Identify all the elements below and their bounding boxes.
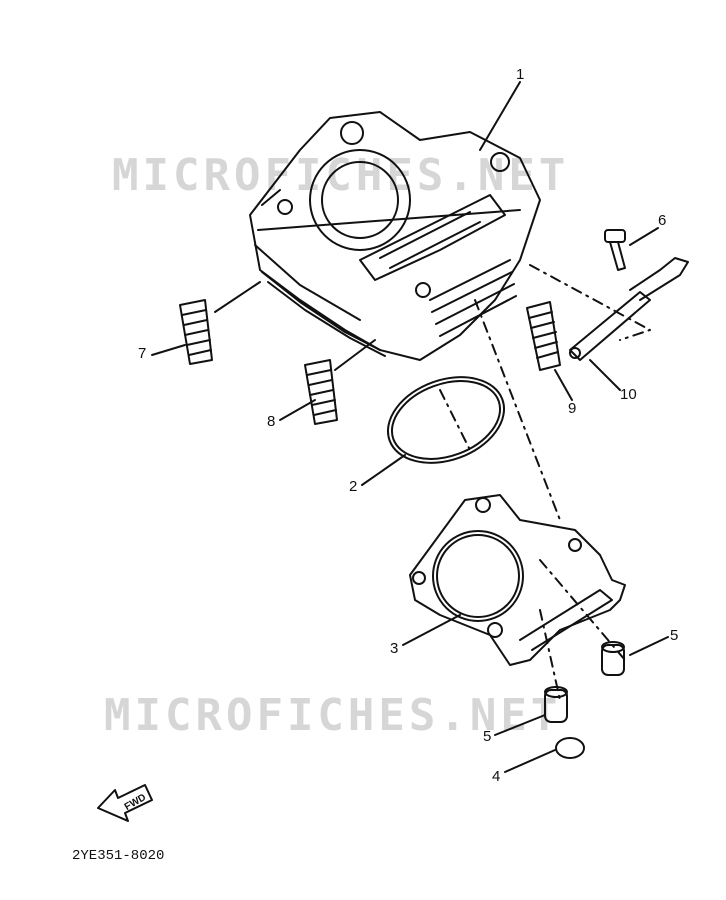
spring-icon	[526, 301, 561, 371]
leader-1	[479, 81, 521, 151]
callout-4: 4	[492, 768, 501, 785]
callout-8: 8	[267, 413, 276, 430]
gasket-icon	[409, 494, 626, 666]
dowel-pin-icon	[544, 686, 568, 723]
spring-icon	[304, 359, 338, 425]
bolt-icon	[604, 229, 626, 271]
watermark-top: MICROFICHES.NET	[112, 150, 570, 201]
callout-10: 10	[620, 386, 637, 403]
leader-2	[361, 454, 406, 486]
center-line-2	[439, 389, 471, 451]
watermark-bottom: MICROFICHES.NET	[104, 690, 562, 741]
callout-7: 7	[138, 345, 147, 362]
cylinder-icon	[249, 111, 541, 361]
leader-5a	[629, 636, 669, 656]
leader-spring-7	[214, 281, 261, 313]
o-ring-icon	[555, 737, 585, 759]
leader-5b	[494, 714, 546, 736]
center-line-1	[474, 299, 561, 521]
o-ring-icon	[386, 376, 506, 464]
fwd-arrow-icon	[97, 784, 153, 822]
callout-5b: 5	[483, 728, 492, 745]
callout-6: 6	[658, 212, 667, 229]
guide-bracket-icon	[569, 257, 689, 361]
leader-8	[279, 399, 316, 421]
part-code: 2YE351-8020	[72, 848, 165, 864]
center-line-5	[529, 264, 651, 341]
leader-10	[589, 359, 621, 391]
leader-7	[151, 344, 186, 356]
leader-3	[402, 614, 461, 646]
callout-5a: 5	[670, 627, 679, 644]
center-line-3	[539, 559, 626, 661]
dowel-pin-icon	[601, 641, 625, 676]
callout-1: 1	[516, 66, 525, 83]
leader-9	[554, 369, 573, 401]
spring-icon	[179, 299, 213, 365]
callout-9: 9	[568, 400, 577, 417]
callout-2: 2	[349, 478, 358, 495]
leader-spring-8	[334, 339, 376, 371]
leader-4	[504, 749, 556, 773]
leader-6	[629, 227, 659, 246]
callout-3: 3	[390, 640, 399, 657]
